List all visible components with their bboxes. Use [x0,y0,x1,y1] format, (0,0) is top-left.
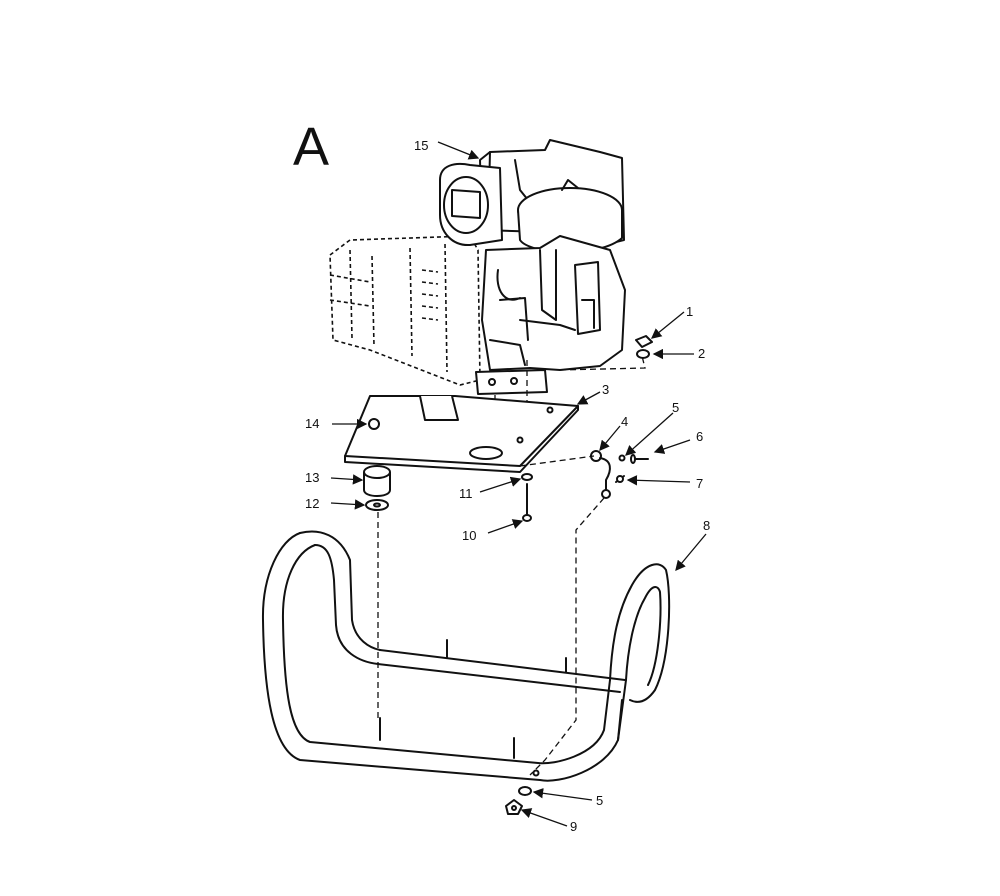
callout-4: 4 [621,414,628,429]
callout-9: 9 [570,819,577,834]
callout-7: 7 [696,476,703,491]
callout-6: 6 [696,429,703,444]
callout-5-lower: 5 [596,793,603,808]
callout-8: 8 [703,518,710,533]
spacer-13 [363,465,391,497]
tube-frame [261,530,671,782]
callouts: 1 2 3 4 5 6 7 8 9 10 11 12 13 14 15 5 [305,138,710,834]
washer-2 [636,349,650,359]
washer-5-lower [518,786,532,796]
callout-12: 12 [305,496,319,511]
nut-14 [368,418,380,430]
nut-1 [635,335,653,348]
callout-13: 13 [305,470,319,485]
washer-11 [521,473,533,481]
callout-5: 5 [672,400,679,415]
bolt-10 [522,483,532,522]
callout-1: 1 [686,304,693,319]
screw-7 [615,475,625,483]
callout-3: 3 [602,382,609,397]
callout-15: 15 [414,138,428,153]
washer-5 [618,454,626,462]
screw-6 [630,454,649,464]
callout-10: 10 [462,528,476,543]
engine [329,139,626,395]
base-plate [344,395,579,473]
callout-2: 2 [698,346,705,361]
callout-14: 14 [305,416,319,431]
engine-ghost-outline [329,235,481,386]
diagram-title: A [293,117,329,177]
washer-12 [365,499,389,511]
fuel-line-4 [590,450,611,499]
callout-11: 11 [459,486,473,501]
